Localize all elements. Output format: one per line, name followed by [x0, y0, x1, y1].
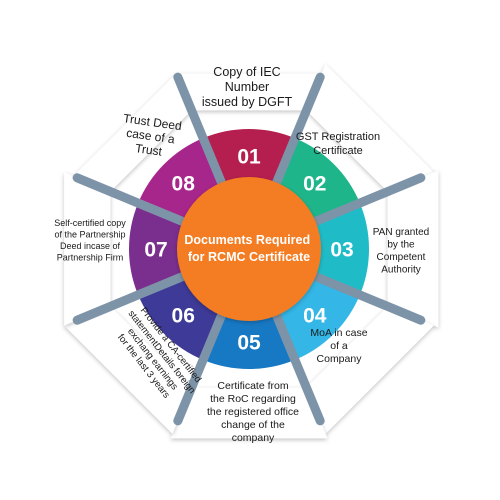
document-cards: [64, 64, 439, 439]
document-text-05-line-2: the RoC regarding: [210, 393, 296, 405]
document-card-01: [176, 73, 322, 111]
document-text-04-line-1: MoA in case: [310, 327, 367, 339]
center-hub: Documents Required for RCMC Certificate: [177, 177, 321, 321]
svg-text:Documents Required for R: Documents Required for RCMC Certificate: [184, 233, 313, 264]
segment-numbers: 01 02 03 04 05 06 07 08: [144, 146, 353, 355]
segment-number-04: 04: [303, 304, 327, 327]
segment-number-03: 03: [330, 239, 353, 262]
document-text-07-line-1: Self-certified copy: [54, 218, 126, 228]
divider-bar: [271, 72, 325, 189]
divider-bar: [72, 271, 189, 325]
document-text-04-line-2: of a: [330, 340, 348, 352]
document-card-04: [306, 306, 434, 434]
document-text-01-line-2: Number: [225, 80, 269, 94]
document-text-03-line-1: PAN granted: [373, 227, 430, 238]
document-text-05-line-4: change of the: [221, 419, 285, 431]
center-title-line-1: Documents Required: [184, 233, 310, 247]
divider-bar: [309, 173, 426, 227]
document-card-07: [64, 172, 111, 326]
document-text-01-line-3: issued by DGFT: [202, 95, 293, 109]
document-text-05-line-3: the registered office: [207, 406, 299, 418]
document-text-08: Trust Deedcase of aTrust: [118, 111, 182, 161]
ring-segment-07: [129, 203, 194, 295]
segment-number-01: 01: [237, 146, 261, 169]
document-text-08-line-3: Trust: [134, 141, 163, 159]
document-card-05: [170, 387, 328, 439]
document-text-04-line-3: Company: [317, 353, 363, 365]
segment-number-02: 02: [303, 173, 326, 196]
divider-bar: [173, 72, 227, 189]
document-card-03: [387, 170, 439, 328]
ring-segment-01: [203, 129, 295, 194]
document-text-02-line-2: Certificate: [313, 145, 363, 157]
divider-bar: [72, 173, 189, 227]
document-card-08: [73, 73, 192, 192]
ring-segment-03: [304, 203, 369, 295]
segment-number-05: 05: [237, 332, 261, 355]
segment-number-06: 06: [172, 304, 195, 327]
document-text-08-line-2: case of a: [125, 126, 175, 147]
document-text-02-line-1: GST Registration: [296, 131, 380, 143]
segment-dividers: [72, 72, 426, 426]
document-text-07-line-4: Partnership Firm: [57, 253, 124, 263]
segment-number-08: 08: [172, 173, 196, 196]
document-text-05-line-5: company: [232, 432, 275, 444]
document-text-01-line-1: Copy of IEC: [213, 65, 280, 79]
document-text-03-line-2: by the: [387, 240, 415, 251]
document-text-05-line-1: Certificate from: [217, 380, 288, 392]
ring-segment-05: [203, 304, 295, 369]
document-card-02: [306, 64, 434, 192]
center-title-line-2: for RCMC Certificate: [188, 250, 310, 264]
divider-bar: [309, 271, 426, 325]
document-text-07-line-2: of the Partnership: [54, 230, 125, 240]
document-text-03-line-4: Authority: [381, 265, 420, 276]
center-circle: [177, 177, 321, 321]
segment-number-07: 07: [144, 239, 167, 262]
divider-bar: [271, 309, 325, 426]
document-text-03-line-3: Competent: [377, 252, 426, 263]
segment-ring: [129, 129, 369, 369]
document-text-07-line-3: Deed incase of: [60, 241, 121, 251]
document-card-06: [64, 306, 192, 434]
divider-bar: [173, 309, 227, 426]
